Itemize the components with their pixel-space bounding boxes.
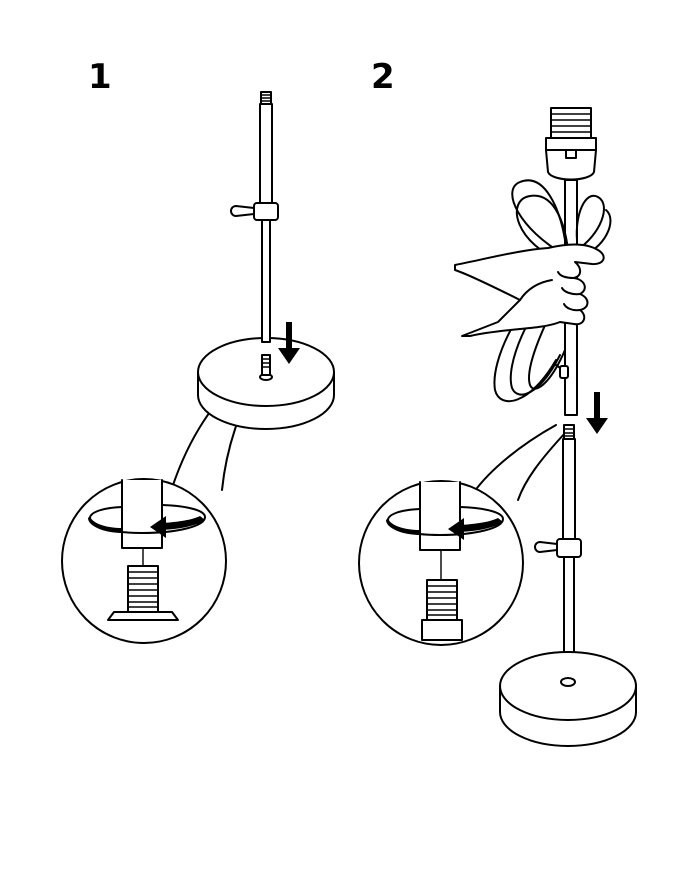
rod-icon: [231, 92, 278, 342]
lamp-socket-icon: [546, 108, 596, 180]
step-number-1: 1: [88, 57, 112, 97]
thread-icon: [422, 580, 462, 640]
rotate-arrow-icon: [386, 507, 503, 540]
lamp-base-icon: [500, 652, 636, 746]
thread-icon: [108, 566, 178, 620]
down-arrow-icon: [586, 392, 608, 434]
hand-icon: [455, 245, 604, 337]
detail-circle-1: [62, 479, 226, 643]
detail-circle-2: [359, 481, 523, 645]
step-1-illustration: [62, 92, 334, 643]
step-2-illustration: [359, 108, 636, 746]
thread-stub-icon: [262, 355, 270, 375]
step-number-2: 2: [371, 57, 395, 97]
rotate-arrow-icon: [88, 505, 205, 538]
lower-rod-icon: [535, 425, 581, 680]
callout-leader-2b: [518, 432, 566, 500]
down-arrow-icon: [278, 322, 300, 364]
lamp-base-icon: [198, 338, 334, 429]
callout-leader-2: [474, 425, 556, 492]
